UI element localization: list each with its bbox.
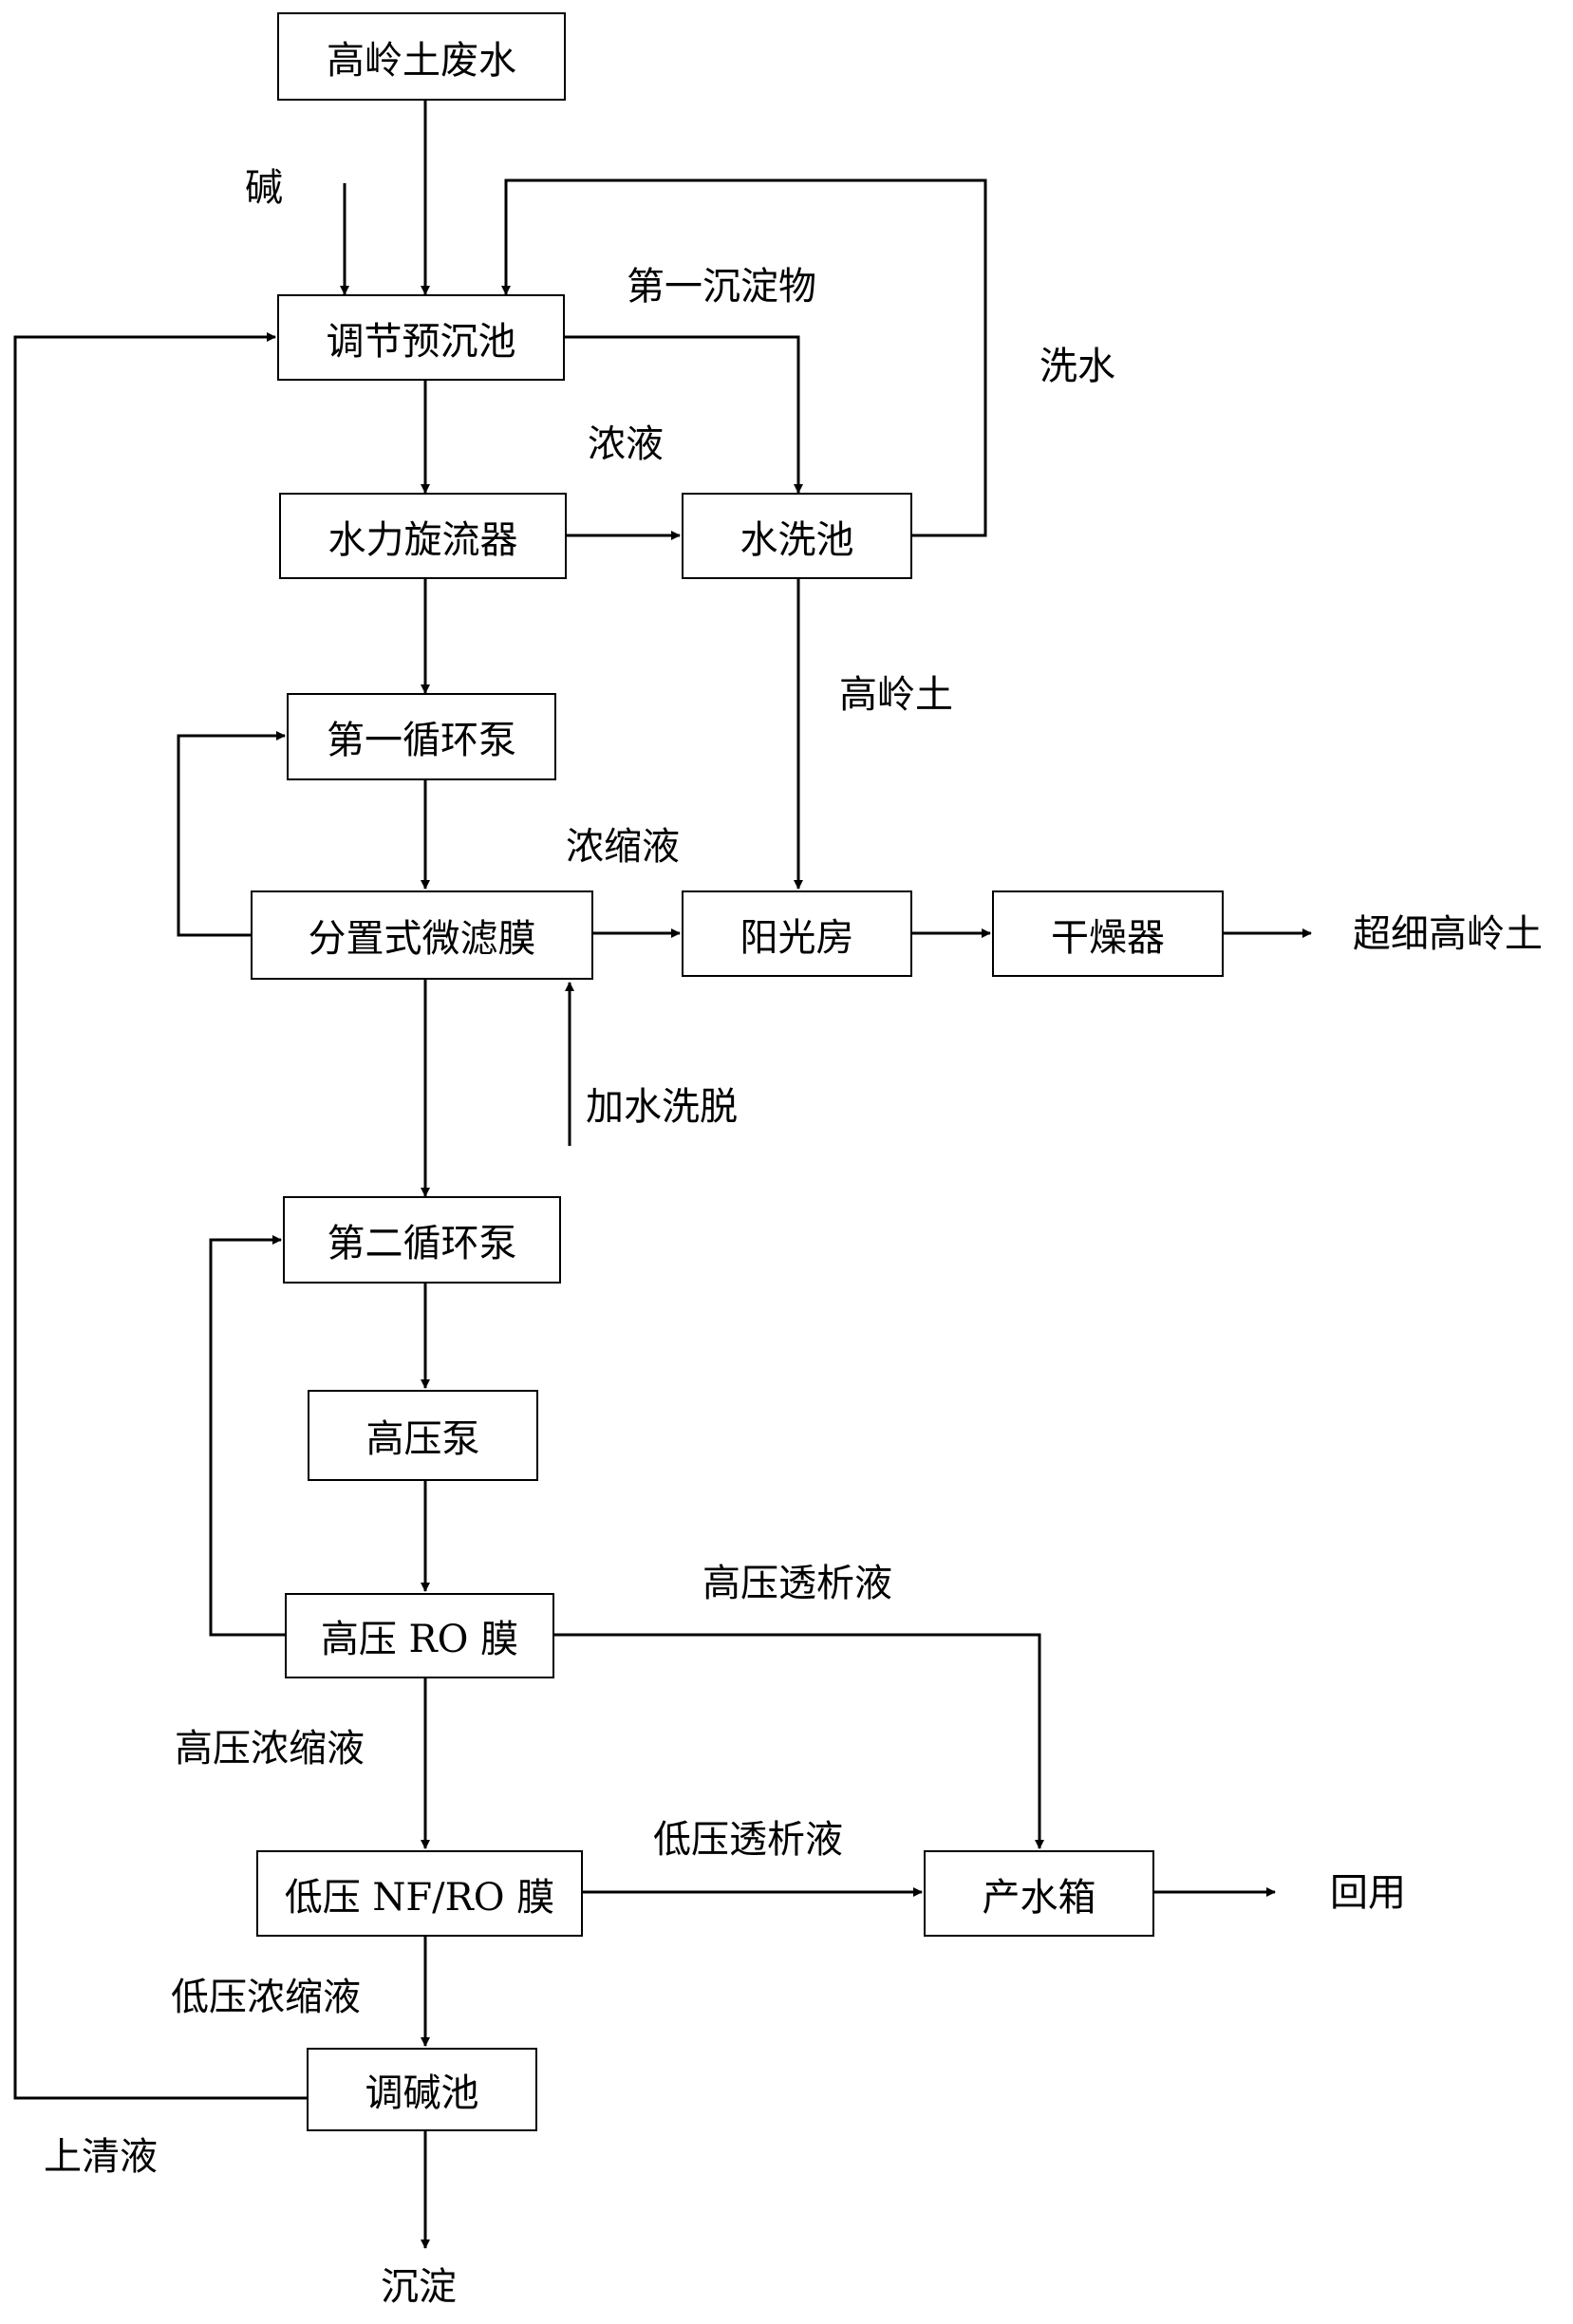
- label-lp-permeate: 低压透析液: [653, 1818, 843, 1862]
- label-alkali: 碱: [245, 166, 283, 210]
- label-first-precipitate: 第一沉淀物: [627, 265, 816, 309]
- node-wash-tank: 水洗池: [682, 493, 912, 579]
- arrow-presettle-to-wash-tank: [565, 335, 803, 494]
- label-lp-concentrate: 低压浓缩液: [171, 1976, 361, 2019]
- node-hydrocyclone: 水力旋流器: [279, 493, 567, 579]
- label-hp-permeate: 高压透析液: [702, 1562, 892, 1605]
- arrow-supernatant-return: [13, 332, 307, 2100]
- arrow-hp-ro-to-product-tank: [554, 1633, 1044, 1849]
- node-pump1: 第一循环泵: [287, 693, 556, 780]
- node-pump2: 第二循环泵: [283, 1196, 561, 1284]
- label-sediment: 沉淀: [381, 2265, 457, 2309]
- label-reuse: 回用: [1330, 1871, 1406, 1915]
- arrow-microfilter-loop-to-pump1: [177, 731, 286, 937]
- label-concentrate: 浓液: [588, 422, 664, 466]
- node-dryer: 干燥器: [992, 890, 1224, 977]
- node-lp-nfro: 低压 NF/RO 膜: [256, 1850, 583, 1937]
- node-hp-pump: 高压泵: [308, 1390, 538, 1481]
- node-microfilter: 分置式微滤膜: [251, 890, 593, 980]
- arrow-hp-ro-loop-to-pump2: [209, 1235, 285, 1637]
- label-wash-water: 洗水: [1039, 345, 1115, 388]
- node-product-tank: 产水箱: [924, 1850, 1154, 1937]
- label-water-elution: 加水洗脱: [586, 1085, 738, 1129]
- label-hp-concentrate: 高压浓缩液: [175, 1727, 365, 1771]
- label-ultrafine-kaolin: 超细高岭土: [1353, 912, 1543, 956]
- node-sunroom: 阳光房: [682, 890, 912, 977]
- label-kaolin: 高岭土: [839, 673, 953, 717]
- label-supernatant: 上清液: [44, 2135, 158, 2179]
- label-concentrated-liquid: 浓缩液: [566, 825, 680, 869]
- arrow-wash-water-return: [501, 178, 987, 537]
- node-presettle: 调节预沉池: [277, 294, 565, 381]
- node-hp-ro: 高压 RO 膜: [285, 1593, 554, 1678]
- node-wastewater: 高岭土废水: [277, 12, 566, 101]
- node-alkali-tank: 调碱池: [307, 2048, 537, 2131]
